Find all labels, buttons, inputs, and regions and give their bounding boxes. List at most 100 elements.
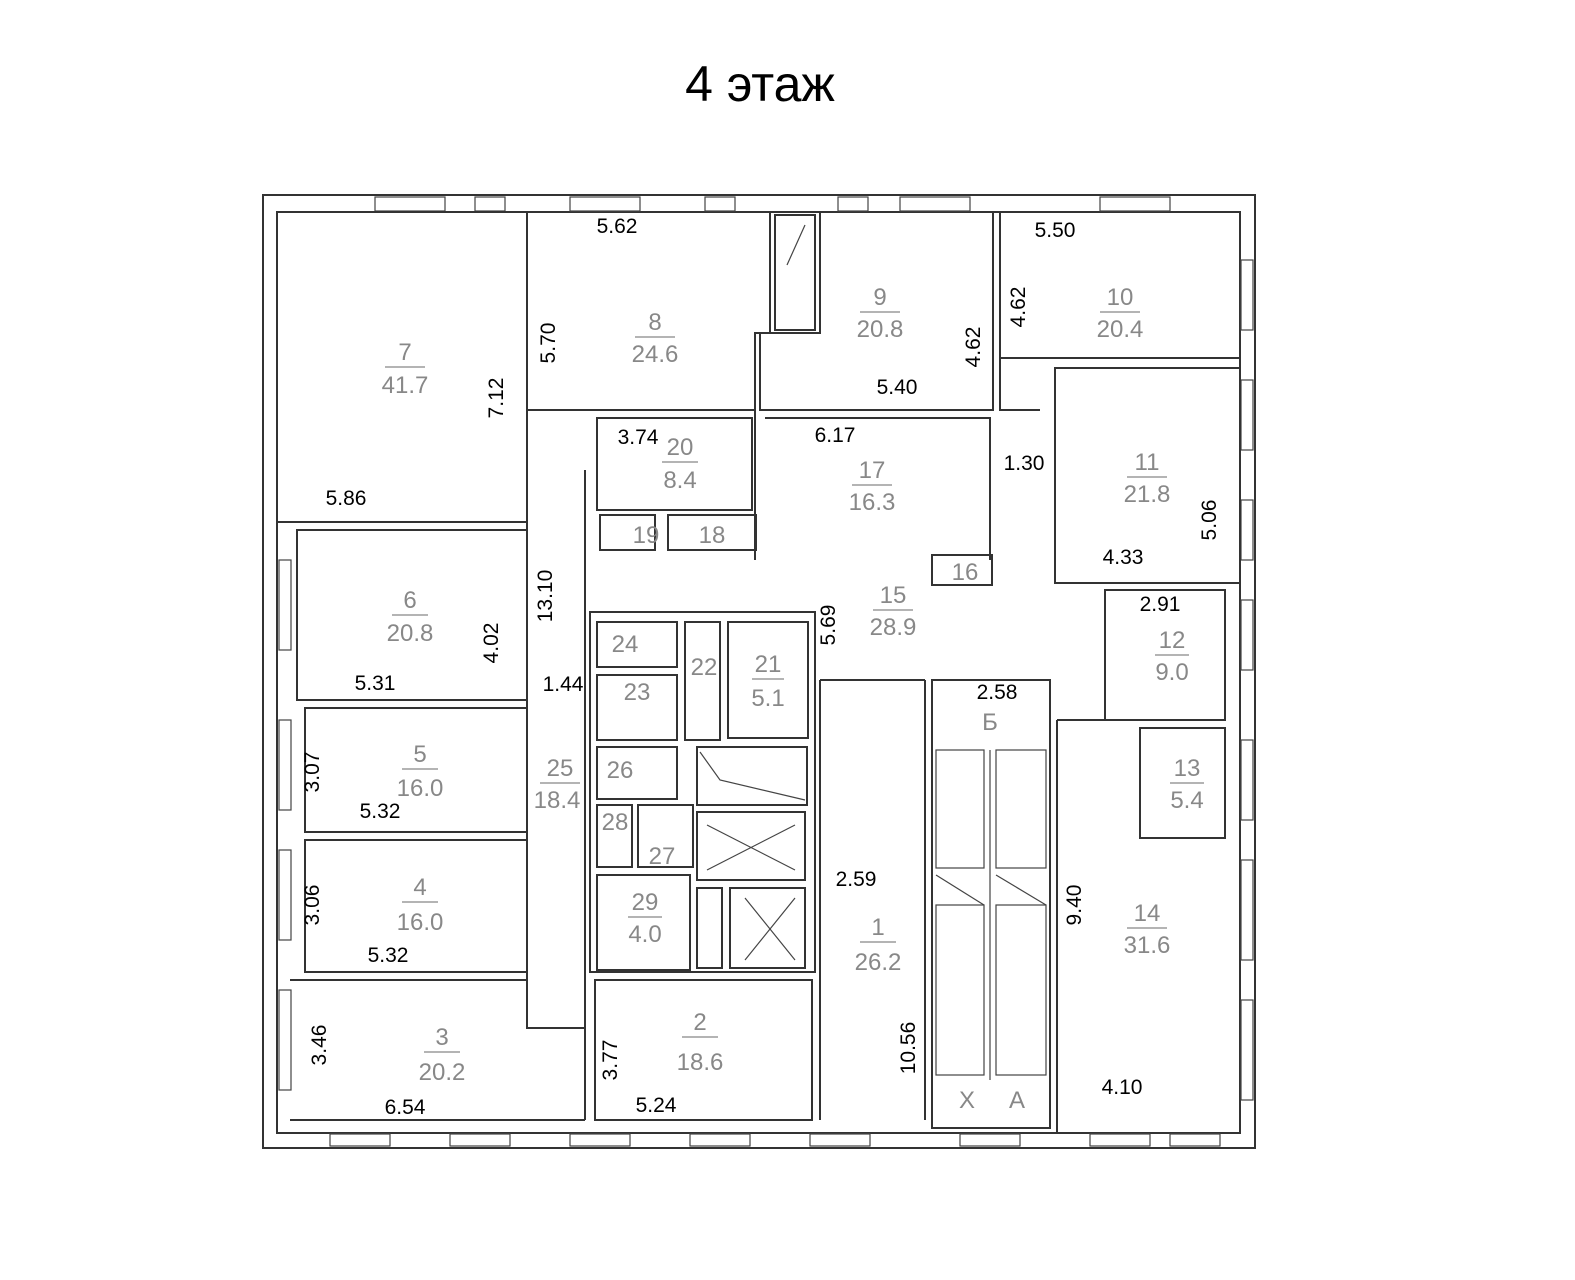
dim: 1.30	[1004, 452, 1045, 475]
room-10: 10 20.4	[1097, 284, 1144, 343]
dim: 2.59	[836, 868, 877, 891]
room-3: 320.2	[419, 1024, 466, 1086]
dim: 6.17	[815, 424, 856, 447]
room-labels: 126.2 218.6 320.2 416.0 516.0 620.8 741.…	[382, 284, 1204, 1114]
dim: 5.32	[368, 944, 409, 967]
dim: 6.54	[385, 1096, 426, 1119]
dim: 13.10	[534, 570, 557, 623]
svg-text:29: 29	[632, 889, 659, 916]
svg-text:18.6: 18.6	[677, 1049, 724, 1076]
room-13: 135.4	[1170, 755, 1204, 814]
svg-text:20.8: 20.8	[857, 316, 904, 343]
svg-text:21.8: 21.8	[1124, 481, 1171, 508]
svg-text:21: 21	[755, 651, 782, 678]
svg-text:11: 11	[1135, 449, 1160, 476]
svg-text:18: 18	[699, 522, 726, 549]
svg-text:4.0: 4.0	[628, 921, 661, 948]
dim: 5.70	[537, 323, 560, 364]
svg-text:20.2: 20.2	[419, 1059, 466, 1086]
dim: 9.40	[1063, 885, 1086, 926]
svg-text:1: 1	[871, 914, 884, 941]
svg-text:10: 10	[1107, 284, 1134, 311]
svg-text:26.2: 26.2	[855, 949, 902, 976]
room-6: 620.8	[387, 587, 434, 647]
dim: 5.62	[597, 215, 638, 238]
svg-text:28.9: 28.9	[870, 614, 917, 641]
svg-text:12: 12	[1159, 627, 1186, 654]
room-11: 11 21.8	[1124, 449, 1171, 508]
svg-text:7: 7	[398, 339, 411, 366]
dim: 4.10	[1102, 1076, 1143, 1099]
dim: 5.69	[817, 605, 840, 646]
svg-text:31.6: 31.6	[1124, 932, 1171, 959]
dim: 4.33	[1103, 546, 1144, 569]
svg-text:6: 6	[403, 587, 416, 614]
walls	[262, 194, 1256, 1149]
svg-text:17: 17	[859, 457, 886, 484]
room-19: 19	[633, 522, 660, 549]
room-26: 26	[607, 757, 634, 784]
dim: 3.74	[618, 426, 659, 449]
room-23: 23	[624, 679, 651, 706]
svg-text:16.0: 16.0	[397, 909, 444, 936]
dim: 5.24	[636, 1094, 677, 1117]
svg-text:27: 27	[649, 843, 676, 870]
svg-text:20.4: 20.4	[1097, 316, 1144, 343]
dim: 5.86	[326, 487, 367, 510]
svg-text:22: 22	[691, 654, 718, 681]
room-12: 129.0	[1155, 627, 1189, 686]
svg-text:41.7: 41.7	[382, 372, 429, 399]
dim: 4.62	[962, 327, 985, 368]
dim: 5.32	[360, 800, 401, 823]
room-1: 126.2	[855, 914, 902, 976]
svg-text:8: 8	[648, 309, 661, 336]
dim: 3.46	[308, 1025, 331, 1066]
svg-text:16: 16	[952, 559, 979, 586]
svg-text:24.6: 24.6	[632, 341, 679, 368]
dim: 5.40	[877, 376, 918, 399]
stair-label-a: А	[1009, 1087, 1025, 1114]
dim: 5.31	[355, 672, 396, 695]
svg-text:3: 3	[435, 1024, 448, 1051]
room-21: 215.1	[751, 651, 784, 712]
svg-text:16.3: 16.3	[849, 489, 896, 516]
dimensions: 5.62 5.50 5.70 4.62 4.62 5.40 7.12 5.86 …	[301, 215, 1221, 1119]
svg-text:18.4: 18.4	[534, 787, 581, 814]
dim: 4.62	[1007, 287, 1030, 328]
svg-text:15: 15	[880, 582, 907, 609]
dim: 2.58	[977, 681, 1018, 704]
svg-text:23: 23	[624, 679, 651, 706]
svg-text:28: 28	[602, 809, 629, 836]
svg-text:5: 5	[413, 741, 426, 768]
room-22: 22	[691, 654, 718, 681]
svg-text:16.0: 16.0	[397, 775, 444, 802]
dim: 7.12	[485, 378, 508, 419]
room-29: 294.0	[628, 889, 662, 948]
svg-text:5.1: 5.1	[751, 685, 784, 712]
svg-text:9.0: 9.0	[1155, 659, 1188, 686]
dim: 3.77	[599, 1040, 622, 1081]
svg-text:14: 14	[1134, 900, 1161, 927]
room-5: 516.0	[397, 741, 444, 802]
svg-text:9: 9	[873, 284, 886, 311]
dim: 3.06	[301, 885, 324, 926]
dim: 5.06	[1198, 500, 1221, 541]
room-18: 18	[699, 522, 726, 549]
dim: 4.02	[480, 623, 503, 664]
svg-text:20: 20	[667, 434, 694, 461]
room-7: 741.7	[382, 339, 429, 399]
room-16: 16	[952, 559, 979, 586]
room-20: 208.4	[662, 434, 698, 494]
room-4: 416.0	[397, 874, 444, 936]
room-15: 15 28.9	[870, 582, 917, 641]
svg-text:8.4: 8.4	[663, 467, 696, 494]
room-9: 920.8	[857, 284, 904, 343]
floor-title: 4 этаж	[685, 56, 835, 112]
svg-text:20.8: 20.8	[387, 620, 434, 647]
stair-label-b: Б	[982, 709, 998, 736]
dim: 2.91	[1140, 593, 1181, 616]
dim: 5.50	[1035, 219, 1076, 242]
svg-text:2: 2	[693, 1009, 706, 1036]
